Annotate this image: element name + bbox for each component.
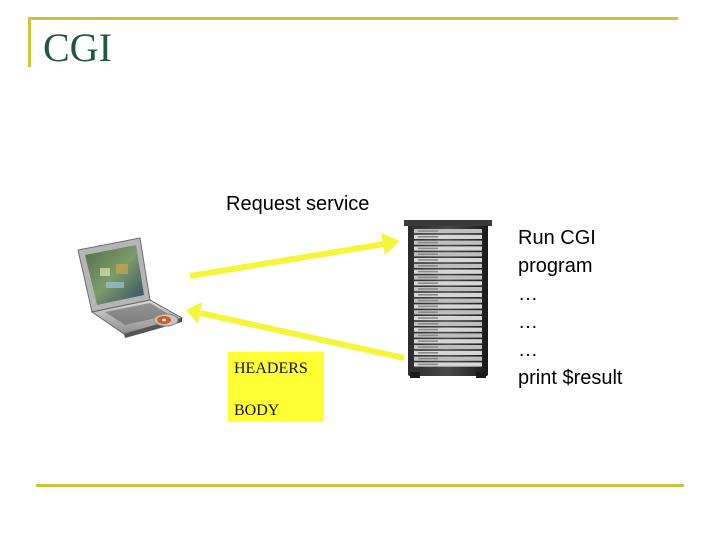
server-steps: Run CGI program … … … print $result — [518, 224, 678, 392]
server-unit — [414, 304, 482, 309]
server-step: Run CGI — [518, 227, 596, 249]
server-rack-icon — [404, 220, 492, 378]
server-unit-detail — [418, 328, 438, 331]
server-unit-detail — [418, 247, 438, 250]
server-unit-detail — [418, 311, 438, 313]
response-headers-label: HEADERS — [234, 360, 308, 377]
server-unit-detail — [418, 363, 438, 366]
server-unit — [414, 229, 482, 234]
server-unit — [414, 292, 482, 297]
server-unit-detail — [418, 259, 438, 261]
server-unit — [414, 356, 482, 361]
bottom-rule — [36, 484, 684, 487]
title-rule-top — [28, 17, 678, 20]
server-unit-detail — [418, 305, 438, 308]
server-unit — [414, 275, 482, 280]
server-unit-detail — [418, 294, 438, 296]
server-unit — [414, 281, 482, 286]
server-unit-detail — [418, 270, 438, 273]
server-unit-detail — [418, 334, 438, 337]
server-unit-detail — [418, 236, 438, 238]
response-body-label: BODY — [234, 402, 280, 419]
server-unit — [414, 350, 482, 355]
server-unit-detail — [418, 299, 438, 302]
server-unit — [414, 345, 482, 350]
disc-icon — [153, 313, 179, 327]
server-unit — [414, 263, 482, 268]
server-unit-detail — [418, 317, 438, 319]
server-unit-detail — [418, 352, 438, 354]
response-box: HEADERS BODY — [228, 352, 324, 422]
server-unit — [414, 333, 482, 338]
server-unit-detail — [418, 340, 438, 342]
server-unit-detail — [418, 241, 438, 244]
server-step: print $result — [518, 367, 623, 389]
server-step: … — [518, 311, 538, 333]
server-unit-detail — [418, 253, 438, 255]
server-step: … — [518, 339, 538, 361]
server-step: … — [518, 283, 538, 305]
server-step: program — [518, 255, 593, 277]
server-unit-detail — [418, 346, 438, 348]
server-unit — [414, 321, 482, 326]
server-unit-detail — [418, 282, 438, 284]
server-unit-detail — [418, 323, 438, 325]
slide-title: CGI — [43, 25, 112, 70]
server-unit — [414, 234, 482, 239]
server-unit — [414, 269, 482, 274]
server-unit — [414, 327, 482, 332]
server-unit-detail — [418, 288, 438, 290]
title-rule-left — [28, 17, 31, 67]
server-unit — [414, 252, 482, 257]
server-unit-detail — [418, 265, 438, 267]
server-unit — [414, 287, 482, 292]
server-unit — [414, 246, 482, 251]
server-unit-detail — [418, 357, 438, 360]
server-unit — [414, 298, 482, 303]
server-unit-detail — [418, 230, 438, 232]
server-unit — [414, 362, 482, 367]
server-unit — [414, 258, 482, 263]
request-arrow — [189, 233, 400, 279]
response-arrow — [186, 302, 405, 361]
server-unit-detail — [418, 276, 438, 279]
request-service-label: Request service — [226, 193, 370, 215]
server-unit — [414, 339, 482, 344]
server-unit — [414, 310, 482, 315]
server-unit — [414, 240, 482, 245]
server-unit — [414, 316, 482, 321]
